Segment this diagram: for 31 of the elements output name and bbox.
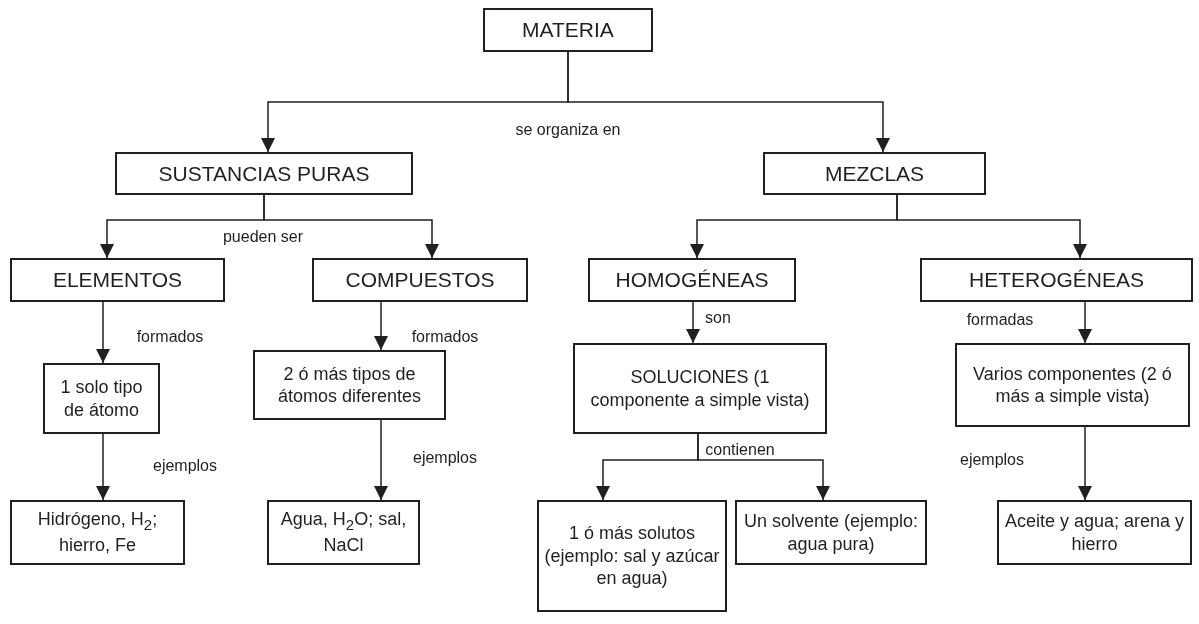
edge-label: se organiza en bbox=[513, 121, 623, 139]
concept-box: Varios componentes (2 ó más a simple vista) bbox=[955, 343, 1190, 427]
concept-box: HETEROGÉNEAS bbox=[920, 258, 1193, 302]
concept-box: 2 ó más tipos de átomos diferentes bbox=[253, 350, 446, 420]
concept-box: Hidrógeno, H$_{2}$; hierro, Fe bbox=[10, 500, 185, 565]
concept-box: 1 ó más solutos (ejemplo: sal y azúcar en agua) bbox=[537, 500, 727, 612]
arrow bbox=[1078, 301, 1092, 344]
concept-box: Aceite y agua; arena y hierro bbox=[997, 500, 1192, 565]
arrow bbox=[686, 301, 700, 344]
arrow bbox=[96, 301, 110, 364]
concept-box: ELEMENTOS bbox=[10, 258, 225, 302]
concept-box: Un solvente (ejemplo: agua pura) bbox=[735, 500, 927, 565]
arrow bbox=[697, 433, 830, 501]
arrow bbox=[567, 51, 890, 153]
concept-box: 1 solo tipo de átomo bbox=[43, 363, 160, 434]
edge-label: ejemplos bbox=[411, 449, 479, 467]
arrow bbox=[1078, 426, 1092, 501]
arrow bbox=[263, 194, 439, 259]
arrow bbox=[96, 433, 110, 501]
edge-label: ejemplos bbox=[151, 457, 219, 475]
arrow bbox=[374, 419, 388, 501]
concept-box: SUSTANCIAS PURAS bbox=[115, 152, 413, 195]
arrow bbox=[896, 194, 1087, 259]
concept-box: Agua, H$_{2}$O; sal, NaCl bbox=[267, 500, 420, 565]
edge-label: ejemplos bbox=[958, 451, 1026, 469]
concept-box: COMPUESTOS bbox=[312, 258, 528, 302]
arrow bbox=[374, 301, 388, 351]
concept-box: MATERIA bbox=[483, 8, 653, 52]
concept-box: MEZCLAS bbox=[763, 152, 986, 195]
concept-box: SOLUCIONES (1 componente a simple vista) bbox=[573, 343, 827, 434]
concept-box: HOMOGÉNEAS bbox=[588, 258, 796, 302]
